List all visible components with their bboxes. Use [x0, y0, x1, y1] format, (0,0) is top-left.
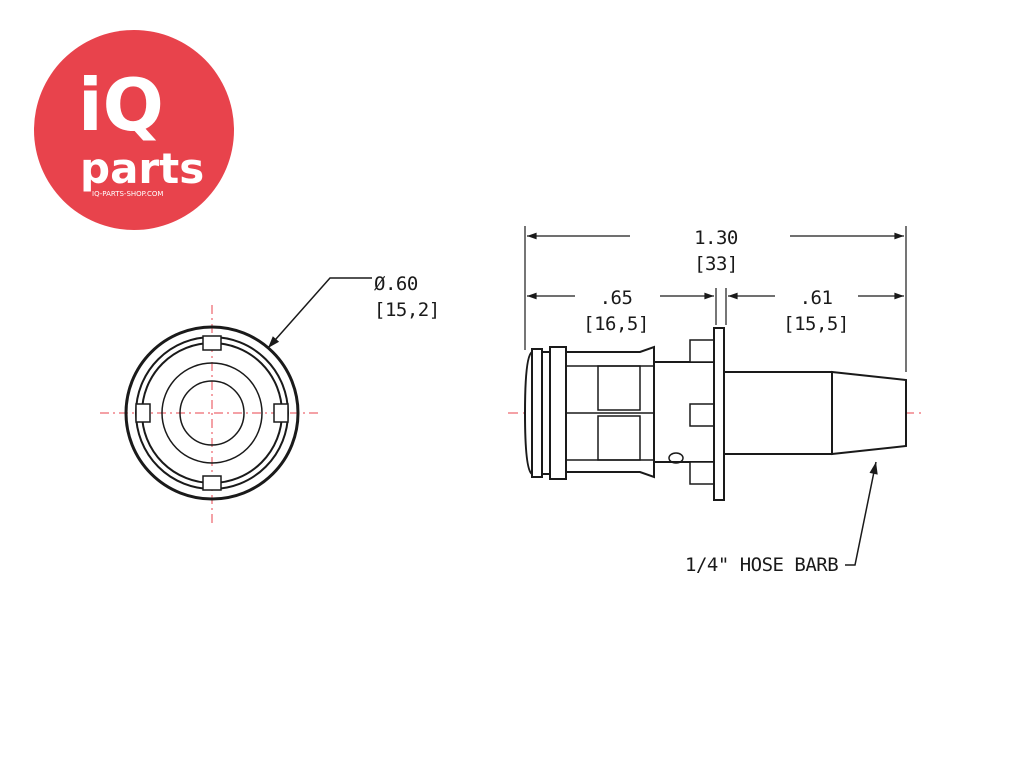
hose-barb-label: 1/4" HOSE BARB — [685, 554, 838, 576]
left-dim-in: .65 — [600, 287, 633, 309]
logo-url: IQ-PARTS-SHOP.COM — [92, 190, 163, 198]
front-tab-bottom — [202, 475, 222, 491]
front-view — [100, 277, 372, 525]
side-stem — [723, 371, 833, 455]
side-latch-bottom — [689, 461, 715, 485]
left-dim-mm: [16,5] — [583, 313, 649, 335]
side-window-bottom — [597, 415, 641, 461]
front-bore — [179, 380, 245, 446]
front-diameter-mm: [15,2] — [374, 299, 440, 321]
right-dim-mm: [15,5] — [783, 313, 849, 335]
front-tab-top — [202, 335, 222, 351]
overall-dim-mm: [33] — [694, 253, 738, 275]
side-view — [508, 226, 925, 566]
side-body — [565, 345, 655, 479]
front-outer-ring — [124, 325, 300, 501]
side-ring-2 — [549, 346, 567, 480]
side-flange — [713, 327, 725, 501]
front-diameter-in: Ø.60 — [374, 273, 418, 295]
side-latch-top — [689, 339, 715, 363]
front-ring-4 — [161, 362, 263, 464]
front-tab-right — [273, 403, 289, 423]
side-latch-pin — [668, 452, 684, 464]
hose-barb-leader — [845, 461, 878, 566]
side-barb — [831, 370, 907, 456]
side-ring-1 — [531, 348, 543, 478]
logo-brand-top: iQ — [78, 63, 164, 147]
diameter-leader — [267, 277, 372, 349]
side-latch-mid — [689, 403, 715, 427]
overall-dim-in: 1.30 — [694, 227, 738, 249]
side-rear-cap — [523, 350, 533, 476]
side-groove — [541, 351, 551, 475]
logo-brand-bottom: parts — [80, 144, 204, 193]
right-dim-in: .61 — [800, 287, 833, 309]
side-window-top — [597, 365, 641, 411]
front-tab-left — [135, 403, 151, 423]
logo-circle — [34, 30, 234, 230]
iq-parts-logo: iQ parts IQ-PARTS-SHOP.COM — [34, 30, 234, 230]
